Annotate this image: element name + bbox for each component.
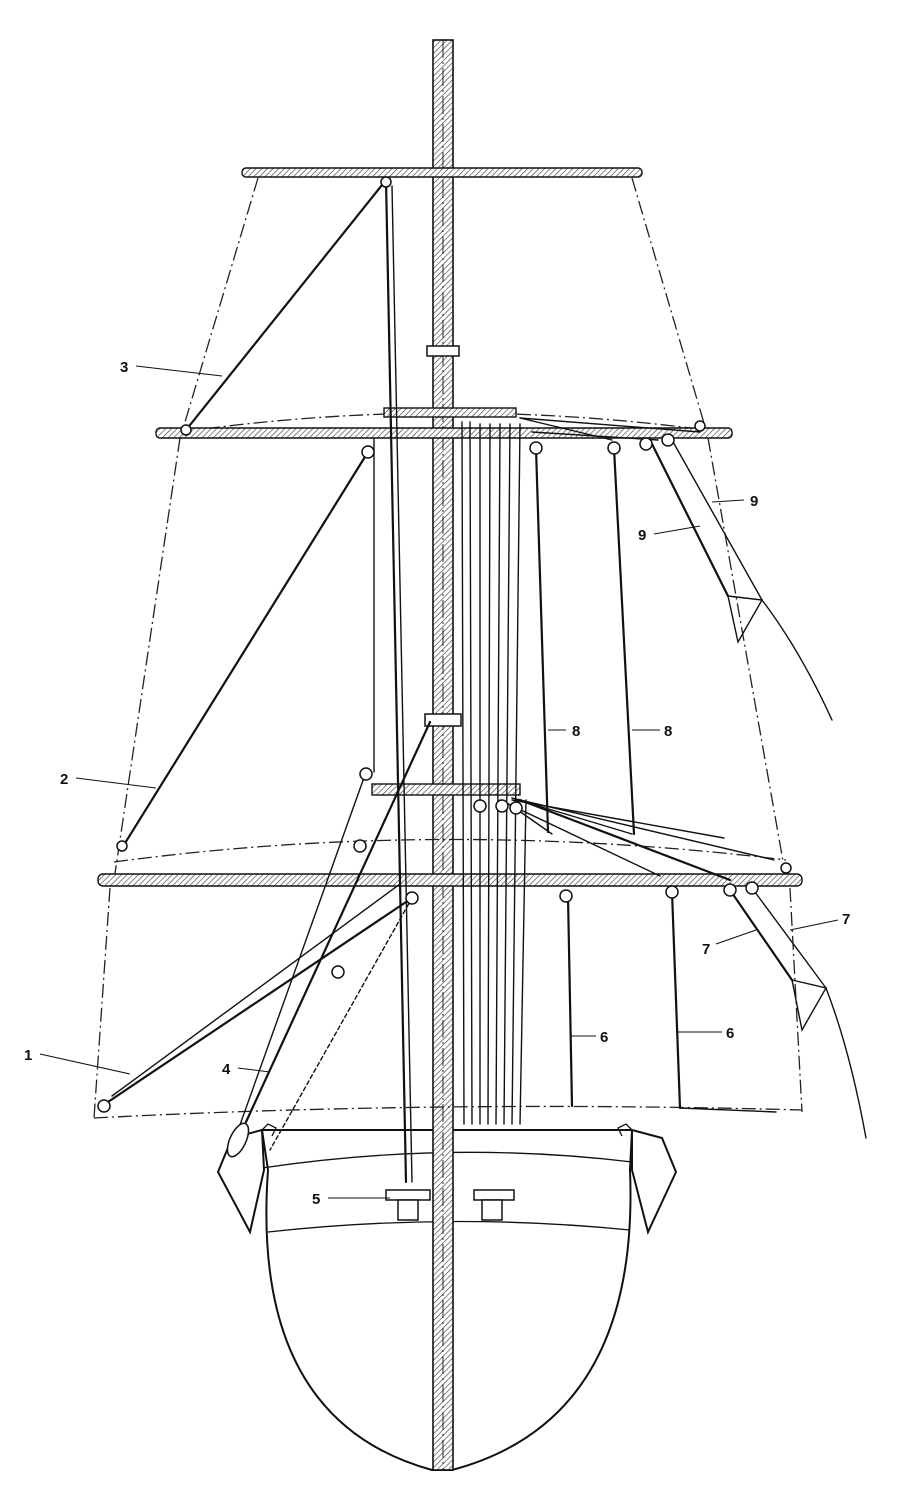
- callout-6b: 6: [726, 1025, 734, 1042]
- callout-7b: 7: [842, 911, 850, 928]
- blocks: [97, 176, 792, 1158]
- lower-topsail-yard: [97, 873, 803, 887]
- callout-2: 2: [60, 771, 68, 788]
- top-yard: [241, 167, 643, 178]
- callout-7a: 7: [702, 941, 710, 958]
- callout-labels: 1 2 3 4 5 6 6 7 7 8 8 9 9: [24, 359, 850, 1208]
- callout-9a: 9: [638, 527, 646, 544]
- callout-9b: 9: [750, 493, 758, 510]
- callout-8b: 8: [664, 723, 672, 740]
- sail-outlines: [93, 177, 803, 1119]
- mast: [424, 39, 462, 1471]
- callout-5: 5: [312, 1191, 320, 1208]
- callout-6a: 6: [600, 1029, 608, 1046]
- yards: [97, 167, 803, 887]
- callout-3: 3: [120, 359, 128, 376]
- callout-1: 1: [24, 1047, 32, 1064]
- callout-leaders: [39, 365, 839, 1199]
- upper-topsail-yard: [155, 427, 733, 439]
- rigging: [100, 178, 867, 1184]
- pin-rails: [385, 1189, 515, 1221]
- callout-8a: 8: [572, 723, 580, 740]
- callout-4: 4: [222, 1061, 231, 1078]
